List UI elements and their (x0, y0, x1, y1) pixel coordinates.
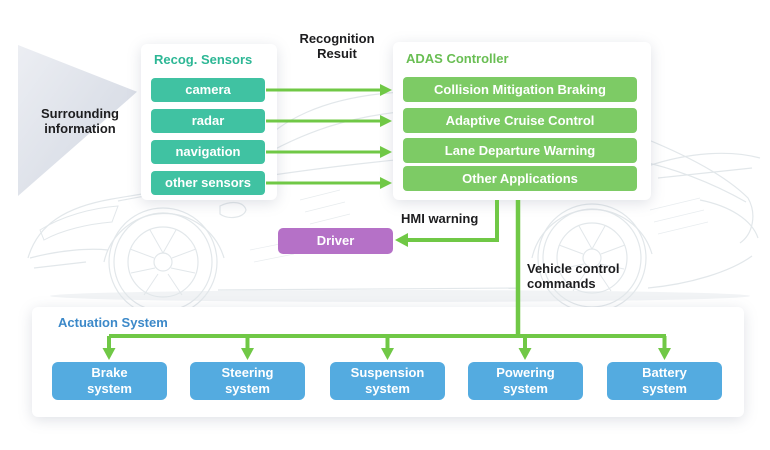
sensor-radar-node: radar (151, 109, 265, 133)
suspension-system-node: Suspension system (330, 362, 445, 400)
recog-sensors-panel: Recog. Sensors camera radar navigation o… (141, 44, 277, 200)
sensor-navigation-node: navigation (151, 140, 265, 164)
adas-controller-panel: ADAS Controller Collision Mitigation Bra… (393, 42, 651, 200)
battery-system-node: Battery system (607, 362, 722, 400)
steering-system-node: Steering system (190, 362, 305, 400)
powering-system-node: Powering system (468, 362, 583, 400)
adas-lane-departure-node: Lane Departure Warning (403, 138, 637, 163)
brake-system-node: Brake system (52, 362, 167, 400)
adas-collision-mitigation-node: Collision Mitigation Braking (403, 77, 637, 102)
adas-other-applications-node: Other Applications (403, 166, 637, 191)
actuation-system-panel: Actuation System Brake system Steering s… (32, 307, 744, 417)
recognition-result-label: Recognition Resuit (299, 31, 375, 61)
sensor-other-node: other sensors (151, 171, 265, 195)
hmi-warning-label: HMI warning (401, 211, 479, 226)
sensor-camera-node: camera (151, 78, 265, 102)
actuation-system-title: Actuation System (58, 315, 168, 330)
recog-sensors-title: Recog. Sensors (154, 52, 253, 67)
adas-adaptive-cruise-node: Adaptive Cruise Control (403, 108, 637, 133)
vehicle-control-commands-label: Vehicle control commands (527, 261, 620, 291)
adas-controller-title: ADAS Controller (406, 51, 509, 66)
surrounding-information-label: Surrounding information (41, 106, 119, 136)
driver-node: Driver (278, 228, 393, 254)
